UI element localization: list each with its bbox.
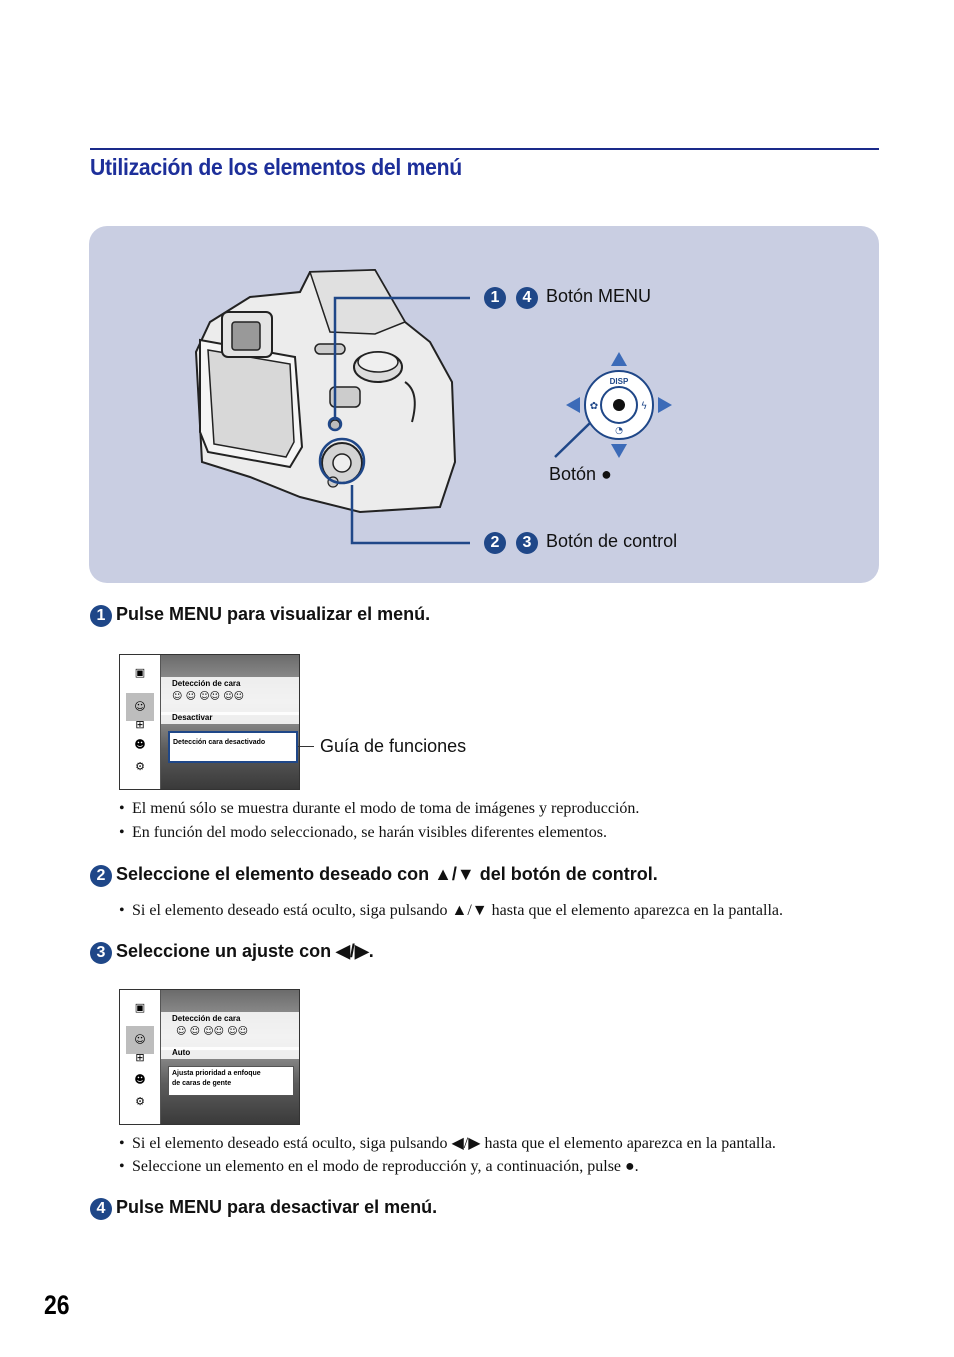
guide-label: Guía de funciones <box>320 736 467 756</box>
menu-sidebar: ▣ ☺ ⊞ ☻ ⚙ <box>120 990 161 1124</box>
arrow-up-icon <box>611 352 627 366</box>
arrow-right-icon <box>658 397 672 413</box>
screen1-guide: Detección cara desactivado <box>173 739 266 746</box>
screen2-guide-line2: de caras de gente <box>172 1080 232 1087</box>
bullet-item: •Si el elemento deseado está oculto, sig… <box>119 1135 776 1152</box>
smile-icon: ☻ <box>134 738 146 751</box>
options-band <box>161 677 299 715</box>
options-band <box>161 1012 299 1050</box>
image-size-icon: ▣ <box>134 1001 146 1014</box>
step-badge-4: 4 <box>516 287 538 309</box>
step-number-4: 4 <box>90 1198 112 1220</box>
bullet-item: •El menú sólo se muestra durante el modo… <box>119 800 640 817</box>
settings-icon: ⚙ <box>135 760 145 773</box>
bullet-item: •Seleccione un elemento en el modo de re… <box>119 1158 639 1175</box>
step-2-text: Seleccione el elemento deseado con ▲/▼ d… <box>116 864 658 884</box>
bullet-item: •En función del modo seleccionado, se ha… <box>119 824 607 841</box>
guide-leader-line <box>298 746 314 747</box>
function-guide-box: Ajusta prioridad a enfoque de caras de g… <box>168 1066 294 1096</box>
step-badge-2: 2 <box>484 532 506 554</box>
screen2-header: Detección de cara <box>172 1014 241 1023</box>
flash-icon: ϟ <box>641 401 648 412</box>
control-wheel-diagram: DISP ✿ ϟ ◔ <box>566 352 672 458</box>
step-2: 2 Seleccione el elemento deseado con ▲/▼… <box>90 864 658 887</box>
step-4: 4 Pulse MENU para desactivar el menú. <box>90 1197 437 1220</box>
step-1: 1 Pulse MENU para visualizar el menú. <box>90 604 430 627</box>
menu-button-label: Botón MENU <box>546 286 652 306</box>
scene-icon: ⊞ <box>135 718 145 731</box>
control-button-label: Botón de control <box>546 531 678 551</box>
screen1-header: Detección de cara <box>172 679 241 688</box>
step-number-3: 3 <box>90 942 112 964</box>
screen2-guide-line1: Ajusta prioridad a enfoque <box>172 1070 261 1077</box>
step-3-text: Seleccione un ajuste con ◀/▶. <box>116 941 374 961</box>
function-guide-box: Detección cara desactivado <box>168 731 298 763</box>
camera-illustration <box>194 268 457 514</box>
value-band <box>161 712 299 724</box>
disp-label: DISP <box>610 377 629 386</box>
center-button-label: Botón ● <box>549 464 612 484</box>
image-size-icon: ▣ <box>134 666 146 679</box>
step-badge-3: 3 <box>516 532 538 554</box>
menu-button-callout: 1 4 Botón MENU <box>484 286 651 309</box>
step-number-1: 1 <box>90 605 112 627</box>
value-band <box>161 1047 299 1059</box>
step-3: 3 Seleccione un ajuste con ◀/▶. <box>90 941 374 964</box>
screen1-value: Desactivar <box>172 713 213 722</box>
face-detection-icon: ☺ <box>126 1026 154 1054</box>
menu-sidebar: ▣ ☺ ⊞ ☻ ⚙ <box>120 655 161 789</box>
menu-screen-1: ▣ ☺ ⊞ ☻ ⚙ Detección de cara ☺ ☺ ☺☺ ☺☺ De… <box>119 654 300 790</box>
control-button-callout: 2 3 Botón de control <box>484 531 677 554</box>
settings-icon: ⚙ <box>135 1095 145 1108</box>
title-rule <box>90 148 879 150</box>
face-options-icons: ☺ ☺ ☺☺ ☺☺ <box>172 691 245 702</box>
step-number-2: 2 <box>90 865 112 887</box>
menu-screen-2: ▣ ☺ ⊞ ☻ ⚙ Detección de cara ☺ ☺ ☺☺ ☺☺ Au… <box>119 989 300 1125</box>
section-title: Utilización de los elementos del menú <box>90 154 462 180</box>
step-1-text: Pulse MENU para visualizar el menú. <box>116 604 431 624</box>
scene-icon: ⊞ <box>135 1051 145 1064</box>
arrow-left-icon <box>566 397 580 413</box>
callout-leader-lines <box>318 296 619 545</box>
face-options-icons: ☺ ☺ ☺☺ ☺☺ <box>176 1026 249 1037</box>
step-4-text: Pulse MENU para desactivar el menú. <box>116 1197 438 1217</box>
bullet-item: •Si el elemento deseado está oculto, sig… <box>119 902 783 919</box>
self-timer-icon: ◔ <box>615 426 623 436</box>
arrow-down-icon <box>611 444 627 458</box>
smile-icon: ☻ <box>134 1073 146 1086</box>
page-number: 26 <box>44 1290 70 1320</box>
step-badge-1: 1 <box>484 287 506 309</box>
face-detection-icon: ☺ <box>126 693 154 721</box>
screen2-value: Auto <box>172 1048 191 1057</box>
macro-icon: ✿ <box>590 401 598 412</box>
